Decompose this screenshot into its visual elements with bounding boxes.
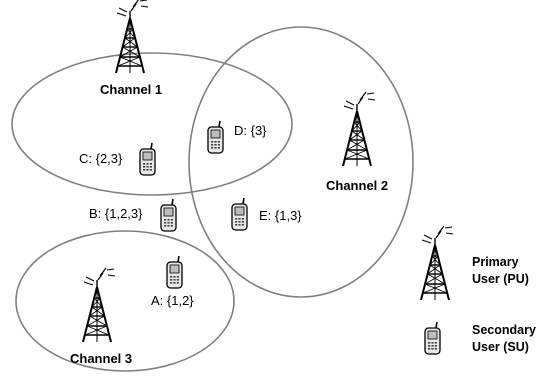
channel-3-label: Channel 3 [70, 351, 132, 366]
su-e-label: E: {1,3} [259, 208, 302, 223]
su-b-phone-icon [160, 198, 177, 232]
su-a-label: A: {1,2} [151, 293, 194, 308]
channel-1-tower-icon [115, 0, 149, 74]
channel-2-coverage [188, 26, 414, 298]
legend-phone-icon [424, 321, 441, 355]
su-c-label: C: {2,3} [79, 151, 123, 166]
legend-secondary-line1: Secondary [472, 323, 536, 337]
su-c-phone-icon [139, 142, 156, 176]
channel-1-label: Channel 1 [100, 82, 162, 97]
legend-primary-line1: Primary [472, 255, 519, 269]
legend: Primary User (PU) Secondary User (SU) [472, 255, 536, 354]
su-d-label: D: {3} [234, 123, 267, 138]
legend-tower-icon [420, 225, 454, 301]
channel-1-coverage [11, 52, 293, 196]
legend-secondary-line2: User (SU) [472, 340, 529, 354]
su-d-phone-icon [207, 120, 224, 154]
channel-2-tower-icon [342, 91, 376, 167]
su-a-phone-icon [166, 255, 183, 289]
channel-3-tower-icon [82, 267, 116, 343]
su-b-label: B: {1,2,3} [89, 206, 143, 221]
channel-3-coverage [15, 230, 235, 372]
su-e-phone-icon [231, 197, 248, 231]
legend-primary-line2: User (PU) [472, 272, 529, 286]
channel-2-label: Channel 2 [326, 178, 388, 193]
